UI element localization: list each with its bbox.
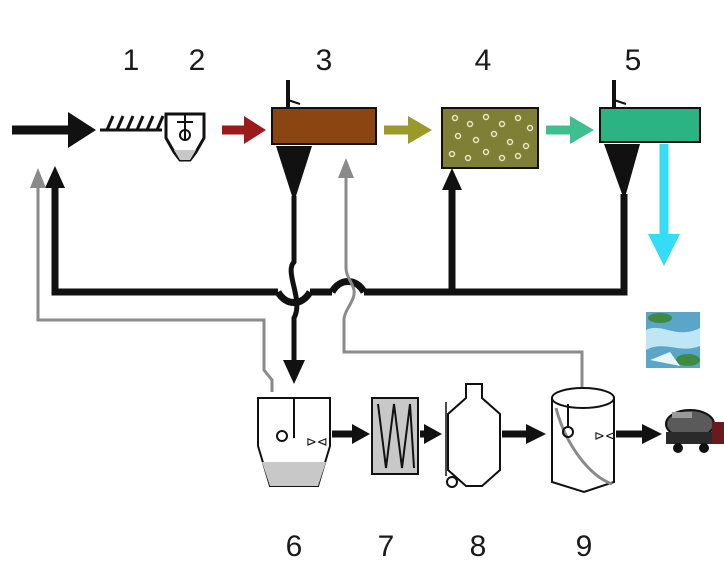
- recycle-line-to-primary: [344, 176, 582, 392]
- inflow-arrow: [12, 112, 96, 148]
- flow-arrow-9-truck: [616, 424, 662, 444]
- stage-label-2: 2: [177, 44, 217, 78]
- flow-arrow-6-7: [332, 424, 370, 444]
- grit-chamber-icon: [166, 114, 204, 160]
- sludge-truck-icon: [666, 410, 724, 453]
- stage-label-8: 8: [458, 530, 498, 564]
- recycle-arrowhead-influent: [30, 168, 46, 188]
- stage-label-9: 9: [564, 530, 604, 564]
- stage-label-7: 7: [366, 530, 406, 564]
- recycle-arrowhead-primary: [338, 158, 354, 178]
- anaerobic-digester: [446, 384, 500, 487]
- stage-label-3: 3: [304, 44, 344, 78]
- stage-label-5: 5: [613, 44, 653, 78]
- digested-sludge-thickener: ⊳⊲: [552, 388, 616, 492]
- primary-sludge-line: [283, 196, 305, 384]
- flow-arrow-4-5: [546, 116, 594, 144]
- stage-label-4: 4: [463, 44, 503, 78]
- bar-screen-icon: [100, 116, 163, 130]
- return-arrowhead-influent: [45, 166, 65, 188]
- svg-text:⊳⊲: ⊳⊲: [594, 428, 616, 443]
- flow-arrow-3-4: [384, 116, 432, 144]
- flow-arrow-7-8: [420, 424, 442, 444]
- primary-clarifier: [272, 80, 376, 196]
- stage-label-1: 1: [111, 44, 151, 78]
- flow-arrow-8-9: [502, 424, 546, 444]
- heat-exchanger: [372, 398, 418, 474]
- return-arrowhead-aeration: [442, 168, 462, 190]
- river-discharge-icon: [646, 312, 700, 368]
- effluent-arrow: [648, 144, 680, 266]
- stage-label-6: 6: [274, 530, 314, 564]
- aeration-tank: [442, 108, 538, 168]
- return-sludge-line: [55, 184, 624, 303]
- secondary-clarifier: [600, 80, 700, 194]
- flow-arrow-2-3: [222, 116, 266, 144]
- sludge-thickener: ⊳⊲: [258, 398, 330, 486]
- svg-text:⊳⊲: ⊳⊲: [306, 434, 328, 449]
